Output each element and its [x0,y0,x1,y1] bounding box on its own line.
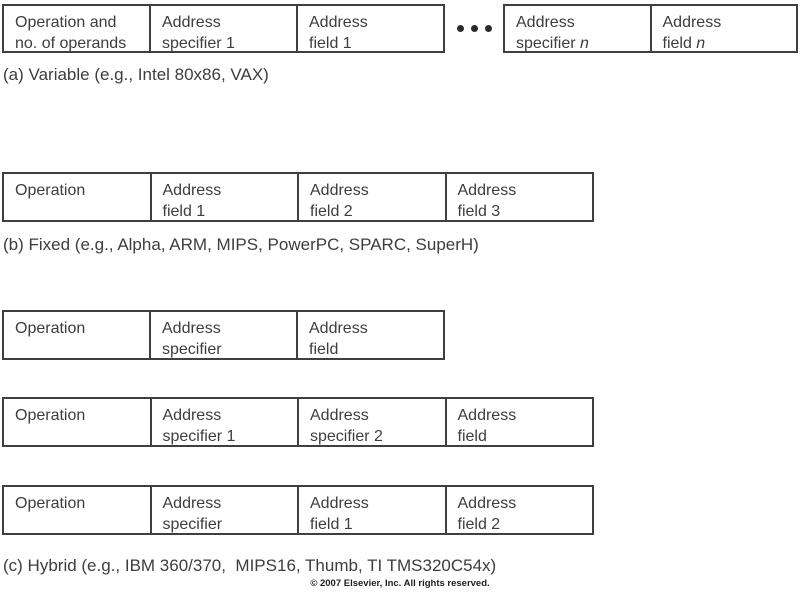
cell-line1: Address [309,14,368,31]
variable-format-box-right: Address specifier n Address field n [503,4,798,53]
cell-address-field: Address field [444,399,593,445]
cell-line2: field 1 [162,203,206,220]
hybrid-format-box-3: Operation Address specifier Address fiel… [2,485,594,535]
cell-line1: Address [516,14,575,31]
cell-address-field-2: Address field 2 [297,174,445,220]
cell-line1: Address [162,182,222,199]
cell-address-field-1: Address field 1 [149,174,298,220]
ellipsis-dot [484,25,492,32]
cell-line1: Address [662,14,722,31]
cell-line2: specifier n [516,33,646,51]
cell-address-specifier-n: Address specifier n [505,6,650,51]
cell-line2: field 1 [309,35,352,51]
cell-line1: Address [162,407,222,424]
copyright-notice: © 2007 Elsevier, Inc. All rights reserve… [310,578,490,589]
cell-line1: Operation [15,495,86,512]
cell-operation-and-operands: Operation and no. of operands [4,6,149,51]
cell-line1: Address [162,14,221,31]
ellipsis-dot [470,25,478,32]
hybrid-format-box-1: Operation Address specifier Address fiel… [2,310,445,360]
variable-format-box-left: Operation and no. of operands Address sp… [2,4,445,53]
cell-address-field-n: Address field n [649,6,797,51]
cell-line1: Address [310,495,369,512]
cell-line2: field n [663,33,793,51]
ellipsis-icon [449,4,499,53]
cell-address-field-2: Address field 2 [444,487,593,533]
caption-hybrid: (c) Hybrid (e.g., IBM 360/370, MIPS16, T… [3,556,497,575]
cell-line2: no. of operands [15,35,127,51]
cell-address-specifier-1: Address specifier 1 [149,6,296,51]
cell-line1: Operation [15,182,86,199]
cell-address-field-3: Address field 3 [444,174,593,220]
cell-line1: Operation [15,320,86,337]
cell-line2: specifier 1 [162,428,236,445]
cell-address-specifier-2: Address specifier 2 [297,399,445,445]
cell-line1: Address [162,495,222,512]
cell-address-field-1: Address field 1 [297,487,445,533]
cell-operation: Operation [4,487,150,533]
cell-address-field-1: Address field 1 [296,6,443,51]
cell-operation: Operation [4,174,150,220]
ellipsis-dot [456,25,464,32]
cell-line2-italic-n: n [696,35,706,51]
cell-line2: specifier [162,341,222,358]
cell-line1: Address [457,407,517,424]
cell-line1: Address [457,182,517,199]
cell-line1: Address [310,182,369,199]
cell-line2-italic-n: n [580,35,589,51]
cell-line2: field 3 [457,203,501,220]
cell-line1: Address [310,407,369,424]
cell-line1: Operation and [15,14,117,31]
cell-line2: field [309,341,339,358]
cell-line1: Address [457,495,517,512]
cell-line2: specifier [162,516,223,533]
cell-address-field: Address field [296,312,443,358]
cell-address-specifier: Address specifier [149,487,298,533]
caption-fixed: (b) Fixed (e.g., Alpha, ARM, MIPS, Power… [3,235,479,254]
cell-line1: Operation [15,407,86,424]
cell-address-specifier-1: Address specifier 1 [149,399,298,445]
cell-line2: field 1 [310,516,353,533]
cell-line1: Address [162,320,221,337]
cell-line2-text: specifier [516,35,581,51]
fixed-format-box: Operation Address field 1 Address field … [2,172,594,222]
cell-line2: specifier 2 [310,428,383,445]
cell-line2: field 2 [457,516,501,533]
cell-line2: specifier 1 [162,35,235,51]
cell-line1: Address [309,320,368,337]
cell-line2: field [457,428,487,445]
cell-operation: Operation [4,399,150,445]
cell-line2: field 2 [310,203,353,220]
caption-variable: (a) Variable (e.g., Intel 80x86, VAX) [3,65,269,84]
cell-operation: Operation [4,312,149,358]
cell-address-specifier: Address specifier [149,312,296,358]
cell-line2-text: field [662,35,697,51]
hybrid-format-box-2: Operation Address specifier 1 Address sp… [2,397,594,447]
